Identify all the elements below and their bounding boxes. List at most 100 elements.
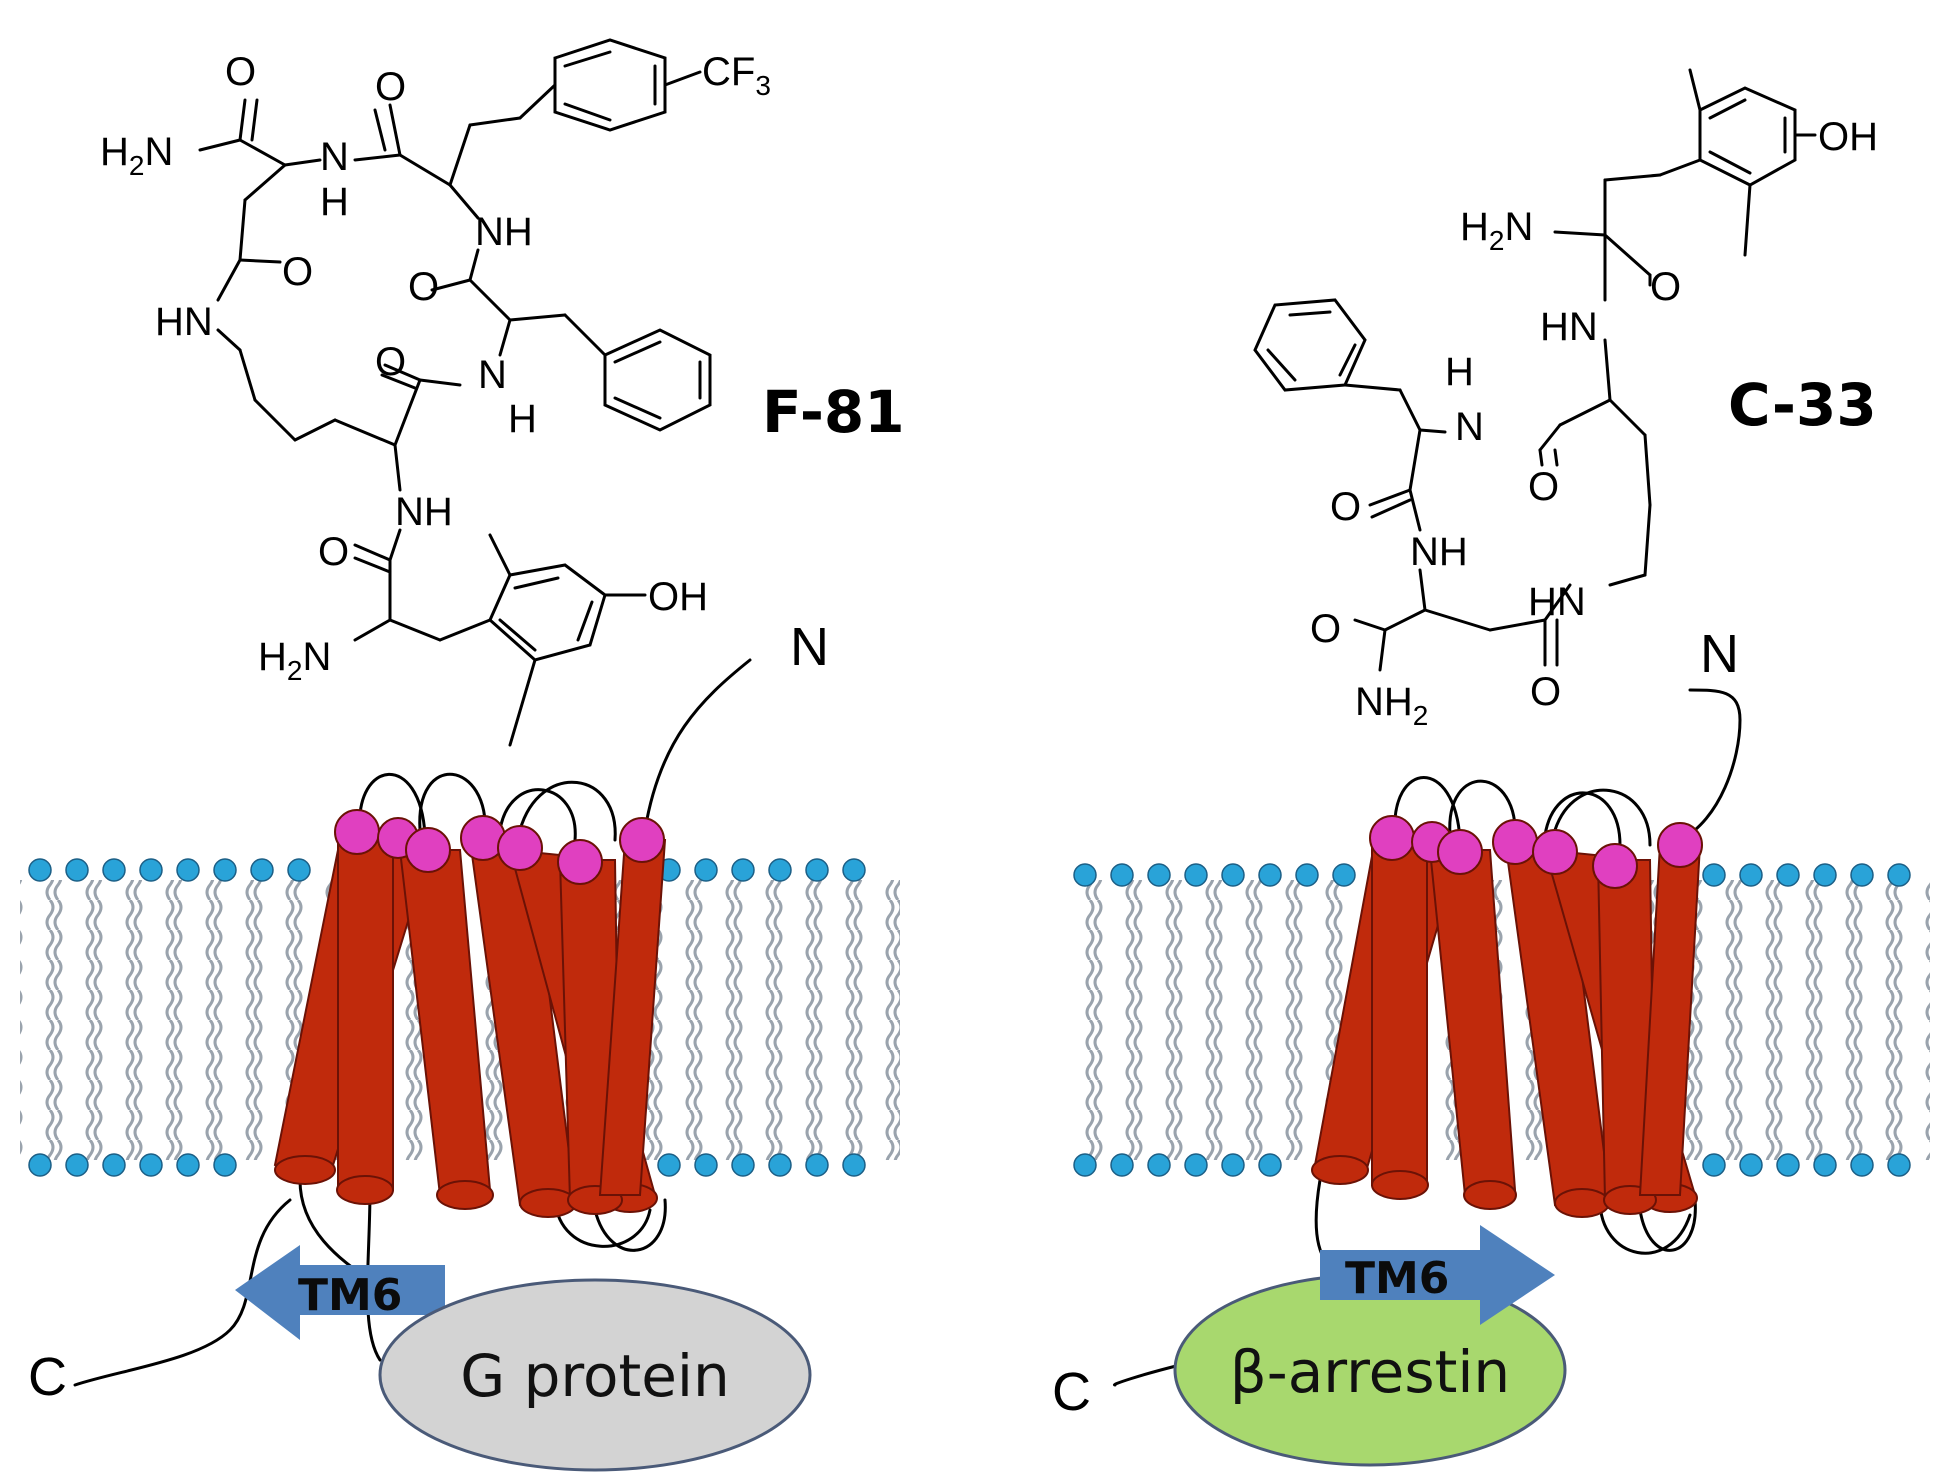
lipid-head xyxy=(1147,1153,1171,1177)
lipid-head xyxy=(805,1153,829,1177)
atom-o: O xyxy=(1530,670,1561,714)
lipid-head xyxy=(1147,863,1171,887)
atom-o: O xyxy=(318,530,349,574)
lipid-head xyxy=(1184,863,1208,887)
atom-o: O xyxy=(1310,607,1341,651)
lipid-head xyxy=(694,858,718,882)
atom-n: N xyxy=(1504,205,1533,249)
atom-subscript: 3 xyxy=(755,70,771,101)
atom-o: O xyxy=(282,250,313,294)
atom-n: N xyxy=(302,635,331,679)
lipid-head xyxy=(1073,863,1097,887)
atom-o: O xyxy=(225,50,256,94)
compound-label-f81: F-81 xyxy=(762,378,905,446)
lipid-head xyxy=(28,1153,52,1177)
lipid-head xyxy=(1221,863,1245,887)
lipid-head xyxy=(1184,1153,1208,1177)
atom-o: O xyxy=(1330,485,1361,529)
lipid-head xyxy=(65,858,89,882)
lipid-head xyxy=(1295,863,1319,887)
lipid-head xyxy=(287,858,311,882)
lipid-head xyxy=(1887,863,1911,887)
atom-subscript: 2 xyxy=(1413,700,1429,731)
lipid-head xyxy=(213,858,237,882)
lipid-head xyxy=(731,1153,755,1177)
c-terminus-label: C xyxy=(1052,1362,1091,1422)
lipid-head xyxy=(1850,863,1874,887)
right-receptor xyxy=(1113,688,1742,1387)
atom-h2n: H2N xyxy=(100,130,173,181)
lipid-head xyxy=(731,858,755,882)
lipid-head xyxy=(1813,1153,1837,1177)
lipid-head xyxy=(694,1153,718,1177)
atom-subscript: 2 xyxy=(129,150,145,181)
lipid-heads-top xyxy=(1073,863,1911,887)
lipid-head xyxy=(805,858,829,882)
lipid-head xyxy=(657,1153,681,1177)
lipid-head xyxy=(139,858,163,882)
atom-h: H xyxy=(1445,350,1474,394)
atom-h2n: H2N xyxy=(1460,205,1533,256)
atom-h: H xyxy=(1460,205,1489,249)
atom-h2n: H2N xyxy=(258,635,331,686)
atom-nh: NH xyxy=(475,210,533,254)
lipid-head xyxy=(1850,1153,1874,1177)
atom-cf: CF xyxy=(702,50,755,94)
atom-hn: HN xyxy=(155,300,213,344)
compound-label-c33: C-33 xyxy=(1728,371,1877,439)
tm6-arrow-right: TM6 xyxy=(1320,1225,1555,1325)
atom-n: N xyxy=(1455,405,1484,449)
atom-nh: NH xyxy=(1410,530,1468,574)
atom-o: O xyxy=(1650,265,1681,309)
lipid-head xyxy=(1258,1153,1282,1177)
atom-h: H xyxy=(100,130,129,174)
lipid-head xyxy=(1221,1153,1245,1177)
atom-n: N xyxy=(144,130,173,174)
atom-h: H xyxy=(508,397,537,441)
g-protein: G protein xyxy=(378,1278,812,1472)
lipid-head xyxy=(1110,863,1134,887)
lipid-head xyxy=(1739,1153,1763,1177)
atom-n: N xyxy=(320,135,349,179)
atom-hn: HN xyxy=(1540,305,1598,349)
lipid-head xyxy=(1110,1153,1134,1177)
lipid-head xyxy=(176,858,200,882)
lipid-head xyxy=(1887,1153,1911,1177)
n-terminus-label: N xyxy=(790,617,829,677)
helix-extracellular-caps xyxy=(334,809,665,885)
lipid-head xyxy=(213,1153,237,1177)
atom-o: O xyxy=(375,340,406,384)
atom-cf3: CF3 xyxy=(702,50,771,101)
atom-h: H xyxy=(320,180,349,224)
atom-o: O xyxy=(375,65,406,109)
lipid-head xyxy=(139,1153,163,1177)
lipid-head xyxy=(842,1153,866,1177)
c33-atom-labels: OH H2N O HN H N O O NH HN O O NH2 xyxy=(1310,115,1878,731)
lipid-head xyxy=(102,858,126,882)
lipid-heads-bottom xyxy=(1073,1153,1911,1177)
lipid-head xyxy=(102,1153,126,1177)
left-receptor xyxy=(73,658,752,1387)
lipid-head xyxy=(842,858,866,882)
f81-chemical-structure xyxy=(198,38,712,747)
tm-helix-bundle xyxy=(273,838,667,1218)
lipid-head xyxy=(768,858,792,882)
atom-nh: NH xyxy=(1355,680,1413,724)
n-terminus-label: N xyxy=(1700,624,1739,684)
tm-helix-bundle xyxy=(1311,838,1702,1218)
atom-oh: OH xyxy=(648,575,708,619)
beta-arrestin-label: β-arrestin xyxy=(1230,1338,1510,1406)
helix-extracellular-caps xyxy=(1369,815,1703,889)
atom-o: O xyxy=(408,265,439,309)
lipid-head xyxy=(250,858,274,882)
lipid-head xyxy=(1813,863,1837,887)
lipid-head xyxy=(1332,863,1356,887)
atom-oh: OH xyxy=(1818,115,1878,159)
lipid-head xyxy=(1739,863,1763,887)
lipid-head xyxy=(1776,863,1800,887)
atom-n: N xyxy=(478,353,507,397)
atom-o: O xyxy=(1528,465,1559,509)
lipid-head xyxy=(28,858,52,882)
beta-arrestin: β-arrestin xyxy=(1173,1273,1567,1467)
c-terminus-label: C xyxy=(28,1347,67,1407)
